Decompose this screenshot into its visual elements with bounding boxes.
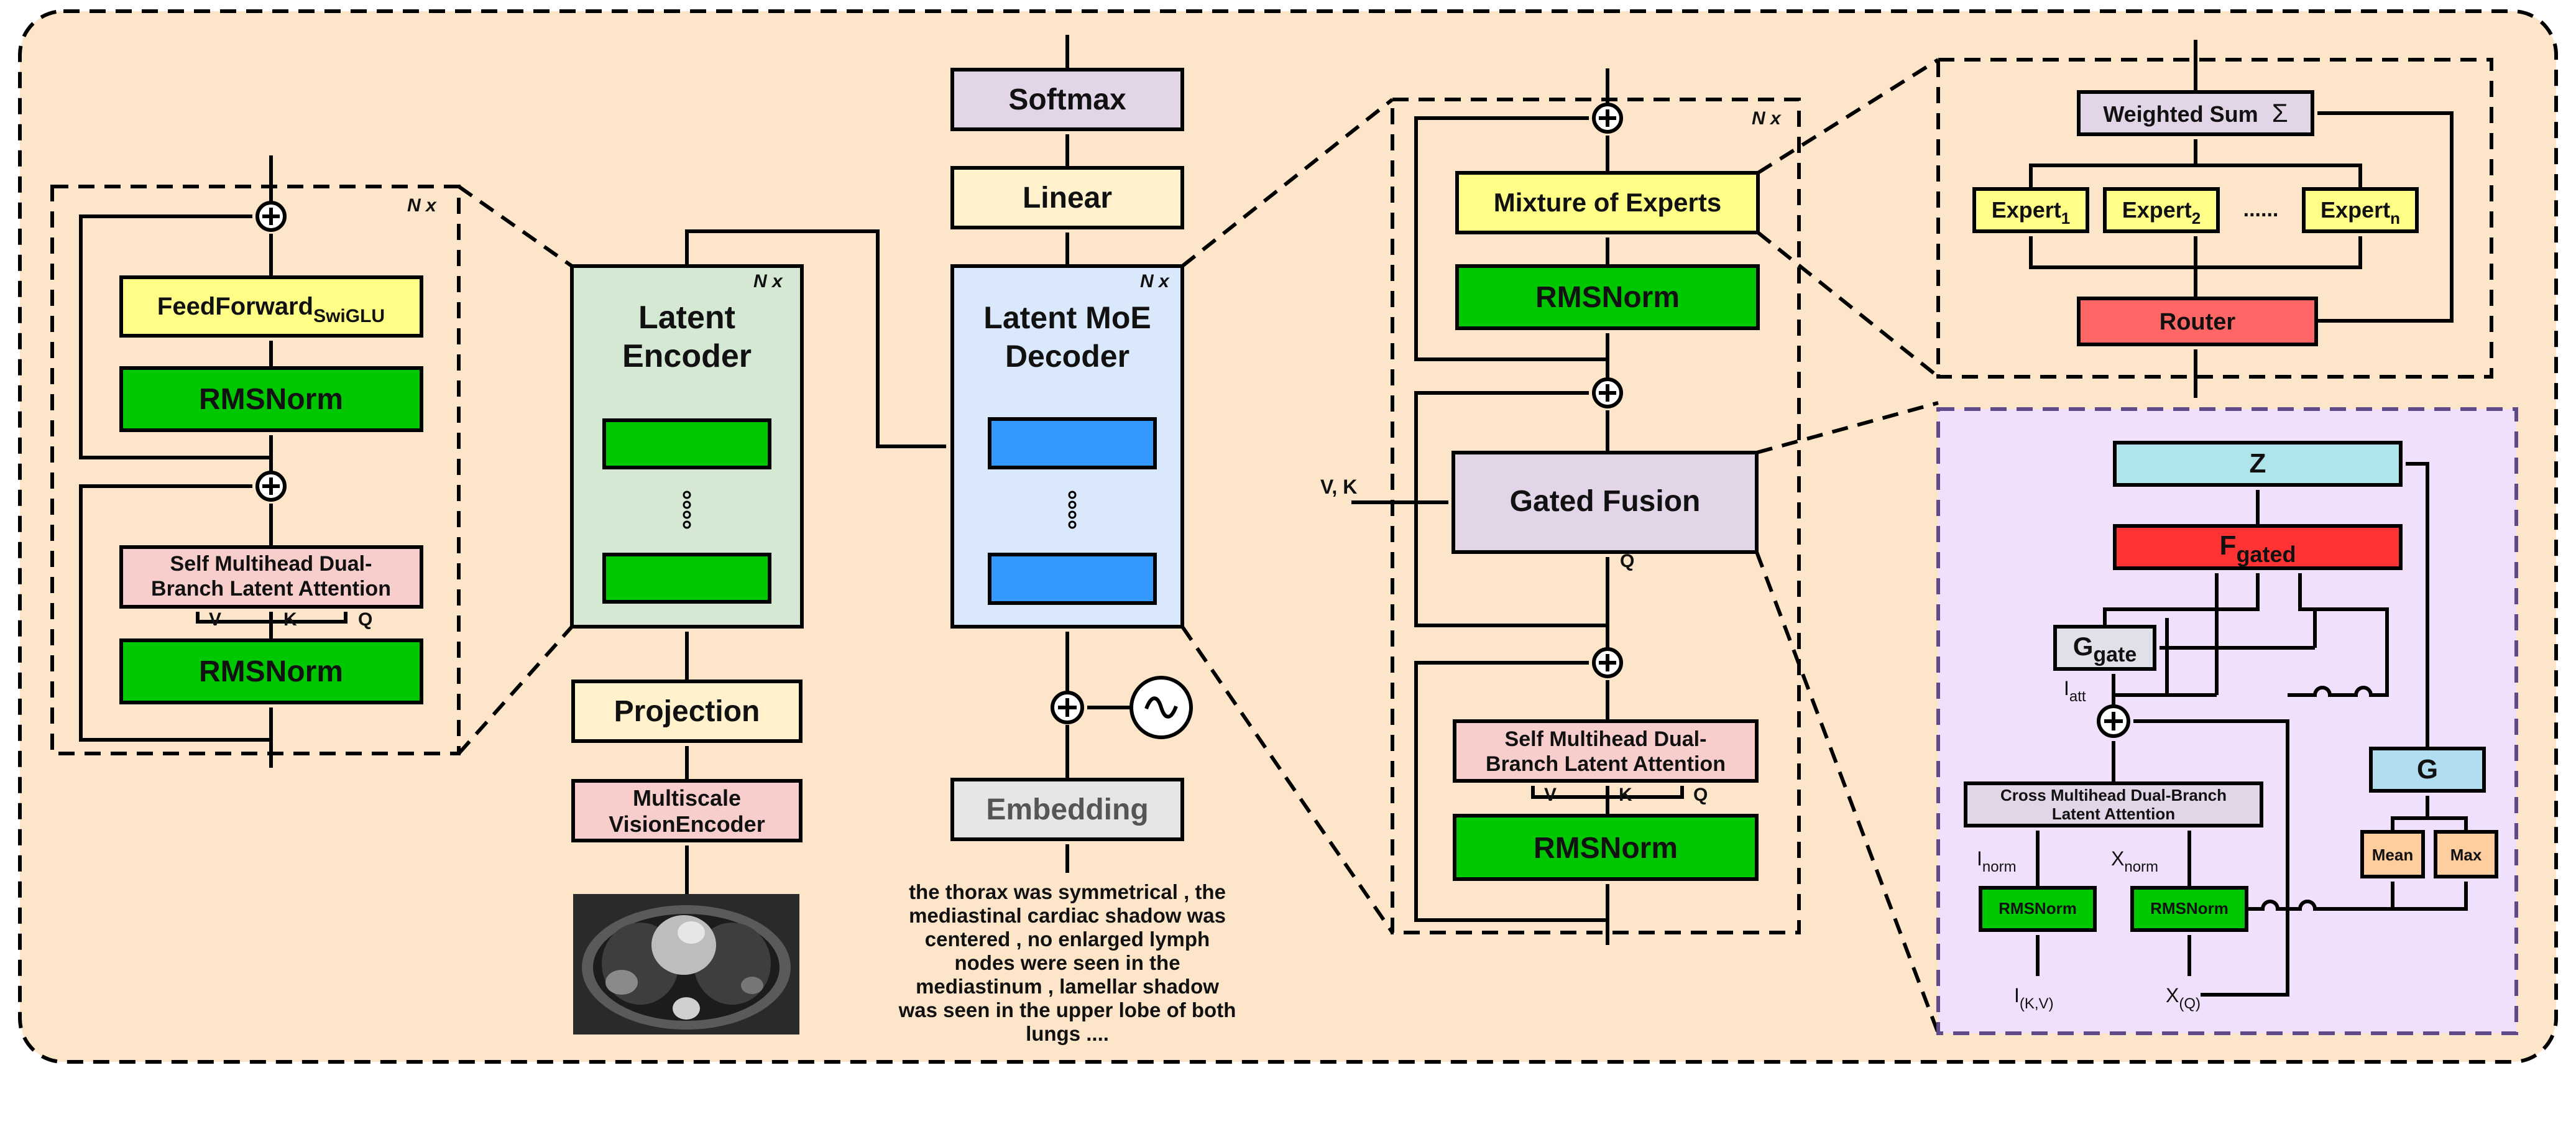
softmax-label: Softmax	[1008, 83, 1126, 116]
moe-detail-panel	[1936, 58, 2493, 379]
i-kv-label: I(K,V)	[2014, 984, 2054, 1012]
i-att-label: Iatt	[2064, 677, 2086, 705]
decoder-title-1: Latent MoE	[983, 300, 1151, 335]
latent-moe-decoder: Softmax Linear N x Latent MoE Decoder Em…	[898, 34, 1394, 1045]
report-line: was seen in the upper lobe of both	[898, 998, 1236, 1021]
latent-encoder-title-1: Latent	[638, 300, 735, 336]
gated-fusion-detail: Z Fgated Ggate Iatt Cross Multihead Dual…	[1936, 407, 2518, 1035]
x-norm-label: Xnorm	[2111, 847, 2158, 875]
decoder-block-panel	[1391, 98, 1801, 934]
decoder-attention-label-2: Branch Latent Attention	[1486, 752, 1726, 776]
encoder-input-v: V	[209, 609, 221, 630]
fusion-rmsnorm-right-box	[2130, 886, 2248, 932]
g-box	[2369, 747, 2486, 793]
decoder-input-v: V	[1544, 785, 1557, 805]
expert-dots: ......	[2243, 198, 2279, 221]
encoder-rmsnorm-bottom-box	[119, 638, 423, 704]
decoder-layer-2	[988, 553, 1157, 605]
expert-2-box	[2103, 187, 2220, 233]
fusion-rmsnorm-right-label: RMSNorm	[2150, 899, 2229, 918]
i-norm-label: Inorm	[1977, 847, 2017, 875]
vision-encoder-label-1: Multiscale	[633, 785, 741, 811]
encoder-input-q: Q	[358, 609, 372, 630]
encoder-block-panel	[50, 185, 461, 755]
report-line: lungs ....	[1026, 1022, 1109, 1045]
weighted-sum-box	[2077, 90, 2314, 136]
encoder-block-repeat: N x	[407, 195, 437, 216]
decoder-rmsnorm-bottom-box	[1453, 814, 1759, 881]
latent-encoder-title-2: Encoder	[622, 338, 752, 374]
decoder-rmsnorm-bottom-label: RMSNorm	[1534, 832, 1678, 865]
decoder-block-repeat: N x	[1752, 108, 1782, 129]
report-line: the thorax was symmetrical , the	[909, 880, 1226, 903]
decoder-attention-box	[1453, 719, 1759, 783]
decoder-block-detail: N x Mixture of Experts RMSNorm Gated Fus…	[1320, 58, 1940, 1035]
decoder-vk-input: V, K	[1320, 476, 1357, 498]
moe-box	[1455, 171, 1760, 234]
cross-attention-box	[1964, 781, 2263, 827]
ct-scan-image	[573, 894, 799, 1035]
gated-fusion-box	[1451, 451, 1759, 554]
latent-encoder: N x Latent Encoder Projection Multiscale…	[570, 229, 947, 1035]
decoder-rmsnorm-top-label: RMSNorm	[1535, 281, 1680, 314]
x-q-label: X(Q)	[2166, 984, 2201, 1012]
report-line: nodes were seen in the	[954, 951, 1180, 974]
cross-attention-label-1: Cross Multihead Dual-Branch	[2000, 786, 2227, 804]
encoder-feedforward-box	[119, 275, 423, 338]
expert-1-label: Expert1	[1992, 197, 2071, 228]
encoder-attention-label-2: Branch Latent Attention	[151, 577, 391, 601]
gated-fusion-label: Gated Fusion	[1510, 485, 1701, 518]
encoder-feedforward-label: FeedForwardSwiGLU	[157, 293, 385, 326]
decoder-ellipsis	[1068, 491, 1077, 529]
expert-1-box	[1972, 187, 2089, 233]
report-line: mediastinal cardiac shadow was	[909, 904, 1226, 927]
z-box	[2113, 441, 2403, 487]
projection-label: Projection	[614, 695, 760, 728]
embedding-label: Embedding	[986, 793, 1148, 826]
decoder-input-q: Q	[1693, 785, 1708, 805]
expert-2-label: Expert2	[2122, 197, 2201, 228]
report-line: mediastinum , lamellar shadow	[916, 975, 1219, 998]
vision-encoder-label-2: VisionEncoder	[609, 811, 765, 837]
decoder-repeat: N x	[1140, 271, 1170, 292]
latent-encoder-layer-2	[602, 553, 771, 604]
fusion-rmsnorm-left-label: RMSNorm	[1999, 899, 2077, 918]
g-gate-box	[2053, 625, 2156, 671]
mean-label: Mean	[2372, 846, 2413, 864]
cross-attention-label-2: Latent Attention	[2052, 804, 2175, 823]
latent-encoder-repeat: N x	[753, 271, 783, 292]
expert-n-label: Expertn	[2321, 197, 2400, 228]
encoder-rmsnorm-top-label: RMSNorm	[199, 383, 343, 416]
encoder-input-k: K	[283, 609, 297, 630]
report-line: centered , no enlarged lymph	[925, 928, 1210, 951]
expert-n-box	[2302, 187, 2419, 233]
softmax-box	[950, 68, 1184, 131]
decoder-input-k: K	[1619, 785, 1632, 805]
f-gated-label: Fgated	[2220, 530, 2296, 567]
encoder-block-detail: N x FeedForwardSwiGLU RMSNorm Self Multi…	[50, 155, 574, 768]
z-label: Z	[2250, 448, 2266, 479]
linear-label: Linear	[1023, 182, 1112, 214]
decoder-layer-1	[988, 417, 1157, 469]
g-box-label: G	[2417, 754, 2438, 785]
encoder-rmsnorm-bottom-label: RMSNorm	[199, 655, 343, 688]
encoder-attention-box	[119, 545, 423, 609]
encoder-attention-label-1: Self Multihead Dual-	[170, 552, 372, 576]
encoder-rmsnorm-top-box	[119, 366, 423, 432]
decoder-rmsnorm-top-box	[1455, 264, 1760, 330]
report-text: the thorax was symmetrical , the mediast…	[898, 880, 1236, 1045]
latent-encoder-layer-1	[602, 418, 771, 469]
decoder-title-2: Decoder	[1005, 339, 1129, 374]
g-gate-label: Ggate	[2073, 632, 2137, 666]
moe-label: Mixture of Experts	[1494, 188, 1721, 217]
decoder-q-label: Q	[1620, 551, 1634, 571]
router-label: Router	[2160, 309, 2236, 335]
decoder-attention-label-1: Self Multihead Dual-	[1505, 727, 1707, 751]
max-label: Max	[2450, 846, 2482, 864]
latent-encoder-ellipsis	[683, 491, 691, 529]
